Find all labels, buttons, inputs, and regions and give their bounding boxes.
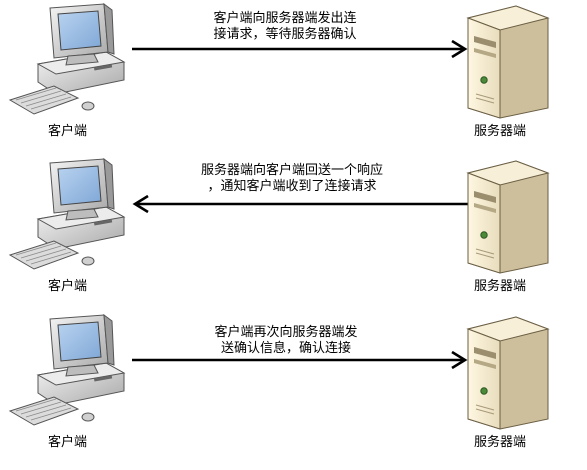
- client-label: 客户端: [48, 124, 88, 139]
- desktop-computer-icon: [8, 313, 126, 426]
- server-label: 服务器端: [474, 124, 527, 139]
- client-label: 客户端: [48, 279, 88, 294]
- tower-server-icon: [466, 316, 550, 430]
- handshake-step-3: 客户端再次向服务器端发 送确认信息，确认连接 客户端 服务器端: [0, 311, 587, 467]
- step-message: 服务器端向客户端回送一个响应 ，通知客户端收到了连接请求: [172, 163, 412, 195]
- message-line: 客户端再次向服务器端发: [214, 325, 358, 340]
- message-line: 接请求，等待服务器确认: [213, 27, 357, 42]
- message-line: 服务器端向客户端回送一个响应: [200, 163, 383, 178]
- message-line: 送确认信息，确认连接: [220, 341, 351, 356]
- tower-server-icon: [466, 5, 550, 119]
- handshake-step-2: 服务器端向客户端回送一个响应 ，通知客户端收到了连接请求 客户端 服务器端: [0, 155, 587, 311]
- server-label: 服务器端: [474, 279, 527, 294]
- server-label: 服务器端: [474, 435, 527, 450]
- step-message: 客户端再次向服务器端发 送确认信息，确认连接: [186, 325, 386, 357]
- arrow-right-icon: [132, 40, 468, 58]
- message-line: ，通知客户端收到了连接请求: [207, 179, 377, 194]
- arrow-left-icon: [132, 195, 468, 213]
- desktop-computer-icon: [8, 157, 126, 270]
- message-line: 客户端向服务器端发出连: [213, 11, 357, 26]
- tower-server-icon: [466, 160, 550, 274]
- handshake-step-1: 客户端向服务器端发出连 接请求，等待服务器确认 客户端 服务器端: [0, 0, 587, 156]
- desktop-computer-icon: [8, 2, 126, 115]
- client-label: 客户端: [48, 435, 88, 450]
- step-message: 客户端向服务器端发出连 接请求，等待服务器确认: [180, 11, 390, 43]
- arrow-right-icon: [132, 351, 468, 369]
